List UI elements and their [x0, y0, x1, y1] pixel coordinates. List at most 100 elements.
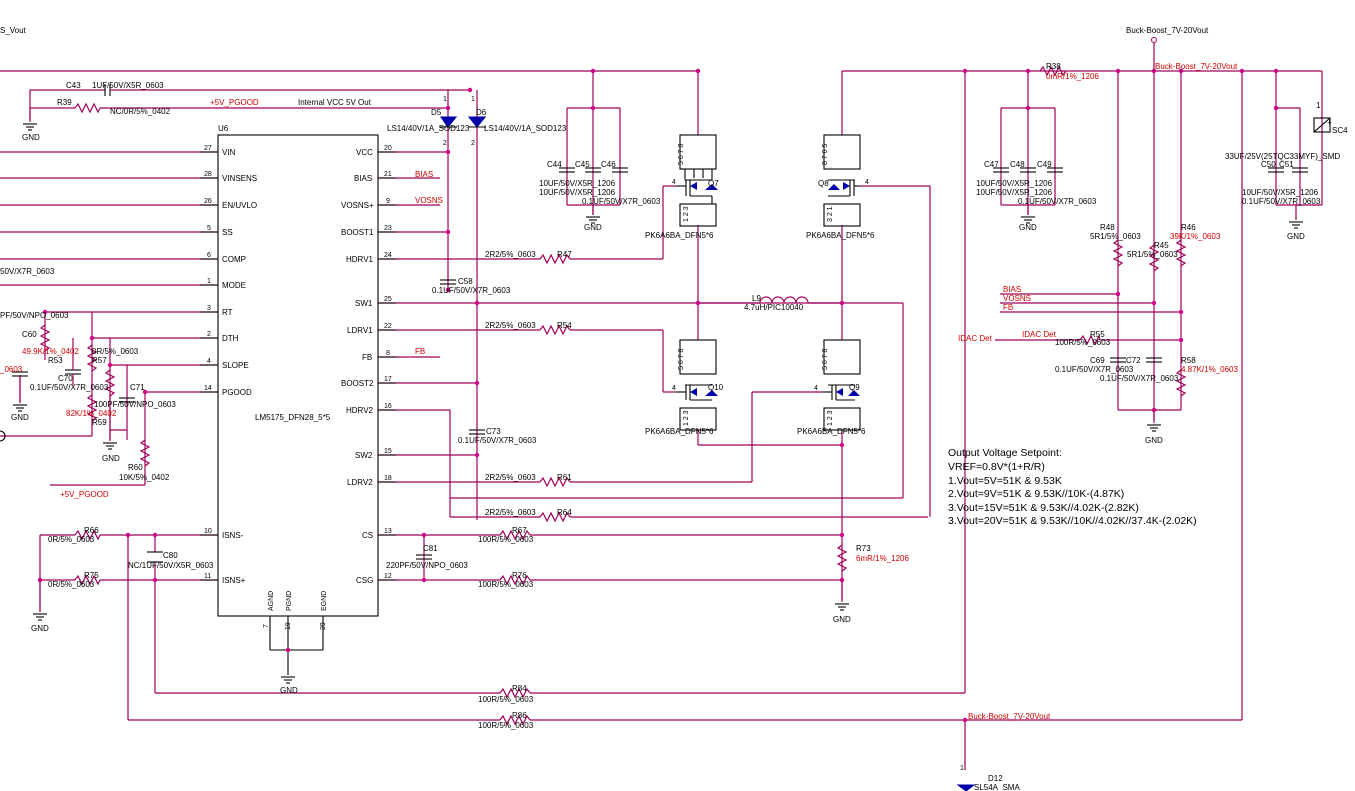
svg-text:5 6 7 8: 5 6 7 8 — [678, 143, 685, 165]
resistors — [39, 65, 1187, 726]
svg-text:4: 4 — [865, 179, 869, 186]
pin-name: BOOST1 — [341, 228, 374, 237]
pin-num: 29 — [320, 622, 327, 630]
pin-num: 23 — [384, 225, 392, 232]
gnd-icon — [281, 676, 295, 684]
svg-text:5 6 7 8: 5 6 7 8 — [678, 348, 685, 370]
ref-q10: Q10 — [708, 383, 724, 392]
gnd-label: GND — [31, 624, 49, 633]
gnd-icon — [1021, 216, 1035, 224]
pin-num: 1 — [207, 278, 211, 285]
val-c60: PF/50V/NPO_0603 — [0, 311, 69, 320]
ref-r73: R73 — [856, 544, 871, 553]
ref-r45: R45 — [1154, 241, 1169, 250]
ref-c48: C48 — [1010, 160, 1025, 169]
ref-r84: R84 — [512, 684, 527, 693]
svg-text:1: 1 — [960, 765, 964, 772]
val-d5: LS14/40V/1A_SOD123 — [387, 124, 470, 133]
pin-name: LDRV1 — [347, 326, 373, 335]
pin-num: 19 — [285, 622, 292, 630]
ref-c73: C73 — [486, 427, 501, 436]
pin-num: 10 — [204, 528, 212, 535]
pin-name: CS — [362, 531, 373, 540]
ref-q8: Q8 — [818, 179, 829, 188]
val-c44: 10UF/50V/X5R_1206 — [539, 179, 616, 188]
vout-connector-icon — [1151, 37, 1157, 43]
val-r57: 0R/5%_0603 — [92, 347, 139, 356]
val-c73: 0.1UF/50V/X7R_0603 — [458, 436, 537, 445]
net-label-vosns-right: VOSNS — [1003, 294, 1031, 303]
pin-name: FB — [362, 353, 372, 362]
pin-num: 7 — [263, 624, 270, 628]
pin-name: HDRV2 — [346, 406, 374, 415]
val-c70: 0.1UF/50V/X7R_0603 — [30, 383, 109, 392]
pin-num: 15 — [384, 448, 392, 455]
gnd-label: GND — [102, 454, 120, 463]
gnd-label: GND — [1145, 436, 1163, 445]
setpoint-line: 3.Vout=15V=51K & 9.53K//4.02K-(2.82K) — [948, 502, 1139, 514]
val-r58: 4.87K/1%_0603 — [1181, 365, 1238, 374]
inductor-l9 — [759, 296, 810, 304]
svg-text:3 2 1: 3 2 1 — [827, 206, 834, 222]
net-label-bias-right: BIAS — [1003, 285, 1021, 294]
pin-name: AGND — [268, 591, 275, 611]
ref-r48: R48 — [1100, 223, 1115, 232]
mosfets: 4 4 4 4 5 6 7 8 8 7 6 5 5 6 7 8 5 6 7 8 … — [672, 134, 869, 431]
val-q9: PK6A6BA_DFN5*6 — [797, 427, 866, 436]
ref-c44: C44 — [547, 160, 562, 169]
gnd-label: GND — [22, 133, 40, 142]
ref-c46: C46 — [601, 160, 616, 169]
pin-num: 21 — [384, 171, 392, 178]
pin-name: COMP — [222, 255, 246, 264]
ref-c80: C80 — [163, 551, 178, 560]
gnd-icon — [835, 603, 849, 611]
svg-text:1: 1 — [471, 96, 475, 103]
svg-text:2: 2 — [471, 140, 475, 147]
gnd-label: GND — [1019, 223, 1037, 232]
pin-num: 4 — [207, 358, 211, 365]
net-label-buck-boost-bottom: Buck-Boost_7V-20Vout — [968, 712, 1051, 721]
val-r47: 2R2/5%_0603 — [485, 250, 536, 259]
setpoint-note: Output Voltage Setpoint: VREF=0.8V*(1+R/… — [948, 447, 1197, 527]
ref-r76: R76 — [512, 571, 527, 580]
gnd-icon — [13, 404, 27, 412]
pin-name: VCC — [356, 148, 373, 157]
ref-c70: C70 — [58, 374, 73, 383]
ic-part: LM5175_DFN28_5*5 — [255, 413, 331, 422]
ref-r46: R46 — [1181, 223, 1196, 232]
ref-l9: L9 — [752, 294, 761, 303]
capacitors: 1 + — [12, 84, 1332, 563]
val-c48: 10UF/50V/X5R_1206 — [976, 188, 1053, 197]
pin-name: EGND — [321, 591, 328, 611]
component-labels: C43 1UF/50V/X5R_0603 R39 NC/0R/5%_0402 D… — [0, 62, 1348, 791]
val-sc4: 33UF/25V(25TQC33MYF)_SMD — [1225, 152, 1340, 161]
val-r66: 0R/5%_0603 — [48, 535, 95, 544]
net-label-pgood-bottom: +5V_PGOOD — [60, 490, 109, 499]
pin-name: EN/UVLO — [222, 201, 257, 210]
val-d6: LS14/40V/1A_SOD123 — [484, 124, 567, 133]
pin-num: 28 — [204, 171, 212, 178]
val-r45: 5R1/5%_0603 — [1127, 250, 1178, 259]
pin-name: LDRV2 — [347, 478, 373, 487]
val-r84: 100R/5%_0603 — [478, 695, 534, 704]
svg-text:4: 4 — [672, 385, 676, 392]
setpoint-line: 1.Vout=5V=51K & 9.53K — [948, 475, 1062, 487]
val-r48: 5R1/5%_0603 — [1090, 232, 1141, 241]
ref-d6: D6 — [476, 108, 487, 117]
gnd-label: GND — [11, 413, 29, 422]
val-c80: NC/1UF/50V/X5R_0603 — [128, 561, 214, 570]
pin-num: 25 — [384, 296, 392, 303]
ref-c43: C43 — [66, 81, 81, 90]
gnd-label: GND — [584, 223, 602, 232]
val-c81: 220PF/50V/NPO_0603 — [386, 561, 468, 570]
val-c72: 0.1UF/50V/X7R_0603 — [1100, 374, 1179, 383]
ref-r66: R66 — [84, 526, 99, 535]
svg-text:8 7 6 5: 8 7 6 5 — [822, 143, 829, 165]
net-label-vout: S_Vout — [0, 26, 27, 35]
svg-text:4: 4 — [672, 179, 676, 186]
gnd-label: GND — [280, 686, 298, 695]
pin-name: SW2 — [355, 451, 373, 460]
val-c58: 0.1UF/50V/X7R_0603 — [432, 286, 511, 295]
setpoint-formula: VREF=0.8V*(1+R/R) — [948, 461, 1045, 473]
ref-c81: C81 — [423, 544, 438, 553]
